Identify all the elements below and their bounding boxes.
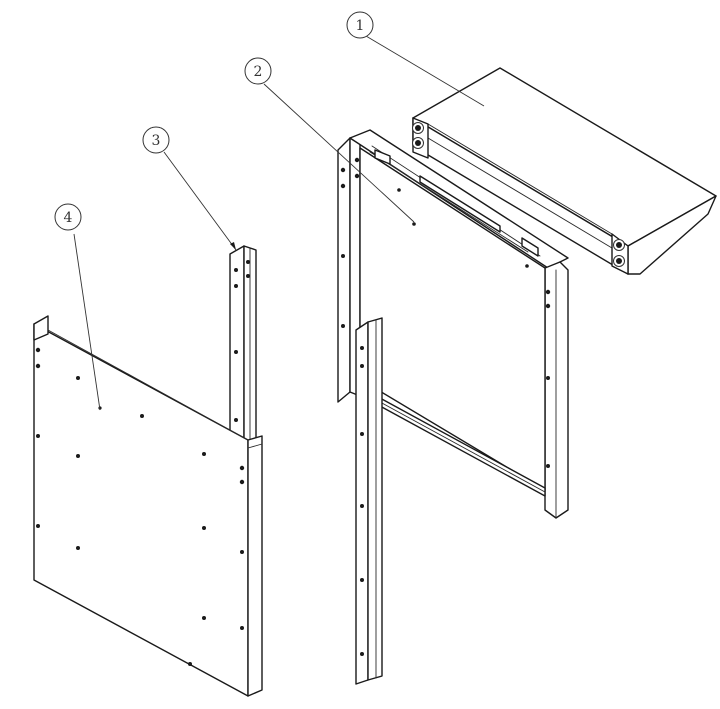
callout-1: 1 xyxy=(346,11,374,39)
leader-line-2 xyxy=(263,83,415,223)
callout-2: 2 xyxy=(244,57,272,85)
callout-4-label: 4 xyxy=(64,210,73,226)
front-upright-side xyxy=(367,317,383,681)
frame-top-rail xyxy=(349,129,569,269)
side-panel-left-flange xyxy=(33,315,49,341)
side-panel-right-flange xyxy=(247,435,263,697)
front-upright-post xyxy=(355,317,383,685)
callout-2-label: 2 xyxy=(254,64,263,80)
frame-right-upright xyxy=(544,261,569,519)
leader-line-4 xyxy=(73,233,101,411)
callout-3-label: 3 xyxy=(152,133,161,149)
narrow-upright-face xyxy=(229,245,245,447)
part-3-narrow-upright xyxy=(229,245,257,447)
callout-4: 4 xyxy=(54,203,82,231)
leader-line-1 xyxy=(365,35,485,107)
frame-left-upright xyxy=(337,137,351,403)
part-1-top-cap xyxy=(412,67,717,275)
leader-line-3 xyxy=(163,151,237,251)
side-panel-face xyxy=(33,323,249,697)
front-upright-face xyxy=(355,321,369,685)
callout-3: 3 xyxy=(142,126,170,154)
part-4-side-panel xyxy=(33,315,263,697)
callout-1-label: 1 xyxy=(356,18,365,34)
